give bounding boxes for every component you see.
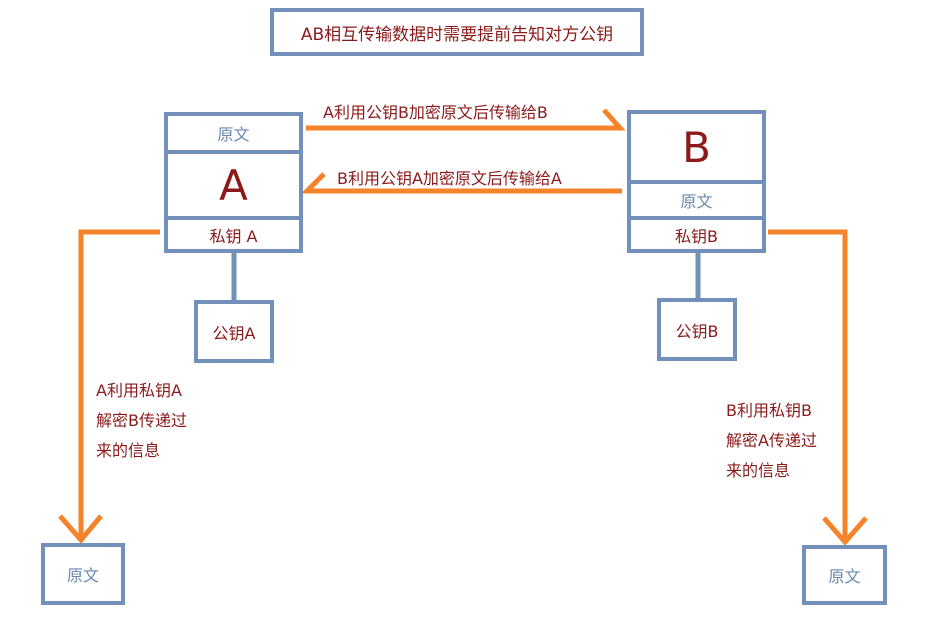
- node-b: B 原文 私钥B: [627, 110, 766, 253]
- decrypt-arrowhead-a: [58, 514, 103, 544]
- title-box: AB相互传输数据时需要提前告知对方公钥: [270, 8, 644, 56]
- note-a-line-2: 解密B传递过: [96, 411, 187, 430]
- node-b-private-key-cell: 私钥B: [631, 216, 762, 249]
- node-a-private-key: 私钥 A: [209, 226, 258, 246]
- node-b-private-key: 私钥B: [675, 226, 718, 246]
- node-a-name-cell: A: [168, 150, 299, 216]
- node-a-plaintext-cell: 原文: [168, 116, 299, 150]
- node-a-plaintext: 原文: [217, 125, 250, 144]
- decrypt-note-b: B利用私钥B 解密A传递过 来的信息: [726, 396, 817, 486]
- arrow-label-a-to-b: A利用公钥B加密原文后传输给B: [323, 103, 548, 122]
- arrow-label-b-to-a: B利用公钥A加密原文后传输给A: [337, 169, 562, 188]
- arrow-b-to-a: [300, 172, 622, 194]
- node-b-name: B: [682, 122, 711, 172]
- result-a-plaintext: 原文: [66, 566, 99, 585]
- node-a-private-key-cell: 私钥 A: [168, 216, 299, 249]
- note-b-line-2: 解密A传递过: [726, 431, 817, 450]
- decrypt-arrowhead-b: [822, 516, 868, 546]
- node-b-plaintext-cell: 原文: [631, 180, 762, 216]
- node-b-name-cell: B: [631, 114, 762, 180]
- node-a-name: A: [219, 160, 248, 210]
- note-b-line-1: B利用私钥B: [726, 401, 812, 420]
- arrow-a-to-b: [306, 108, 626, 131]
- node-b-plaintext: 原文: [680, 192, 713, 211]
- node-b-public-key-box: 公钥B: [657, 298, 737, 361]
- decrypt-note-a: A利用私钥A 解密B传递过 来的信息: [96, 376, 187, 466]
- result-box-b: 原文: [802, 545, 887, 605]
- node-b-public-key: 公钥B: [675, 321, 719, 341]
- decrypt-arrow-b: [768, 229, 848, 542]
- result-box-a: 原文: [41, 543, 125, 605]
- decrypt-arrow-a: [78, 229, 160, 540]
- node-a-public-key: 公钥A: [212, 323, 256, 343]
- result-b-plaintext: 原文: [828, 567, 861, 586]
- page-title: AB相互传输数据时需要提前告知对方公钥: [300, 24, 614, 45]
- note-b-line-3: 来的信息: [726, 461, 791, 480]
- node-a: 原文 A 私钥 A: [164, 112, 303, 253]
- node-a-public-key-box: 公钥A: [194, 300, 274, 363]
- note-a-line-3: 来的信息: [96, 441, 161, 460]
- note-a-line-1: A利用私钥A: [96, 381, 182, 400]
